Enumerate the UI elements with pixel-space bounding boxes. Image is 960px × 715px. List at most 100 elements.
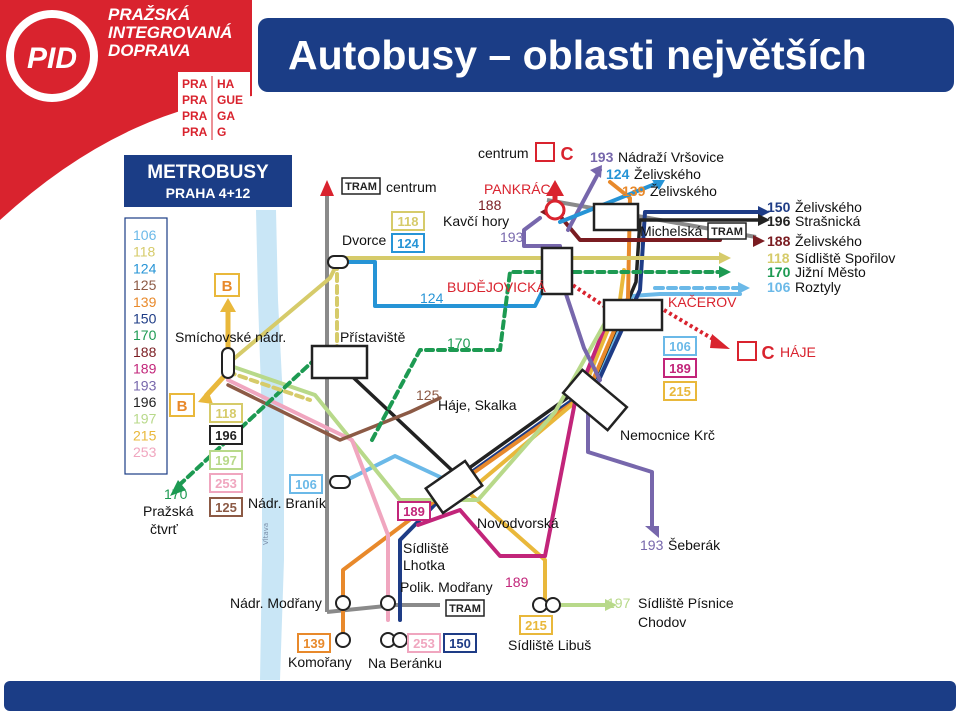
line-list-item: 215 <box>133 427 157 443</box>
line-number-box <box>663 381 697 401</box>
line-number-box <box>391 233 425 253</box>
destination-place: Želivského <box>650 183 717 199</box>
line-number-box <box>391 211 425 231</box>
metrobusy-subtitle: PRAHA 4+12 <box>166 185 251 201</box>
metro-b-left: B <box>169 393 195 417</box>
line-number-box <box>289 474 323 494</box>
tram-label: TRAM <box>345 181 377 193</box>
destination-place: Želivského <box>795 233 862 249</box>
label-sidliste-pisnice: Sídliště Písnice <box>638 595 734 611</box>
label-kacerov: KAČEROV <box>668 294 737 310</box>
label-novodvorska: Novodvorská <box>477 515 559 531</box>
label-pristaviste: Přístaviště <box>340 329 406 345</box>
label-kavci-hory: Kavčí hory <box>443 213 509 229</box>
line-number-box <box>663 358 697 378</box>
destination-place: Roztyly <box>795 279 841 295</box>
line-list-item: 139 <box>133 294 157 310</box>
destination-line: 139 <box>622 183 646 199</box>
line-number-box <box>209 450 243 470</box>
line-number: 215 <box>669 384 691 399</box>
line-number: 150 <box>449 636 471 651</box>
destination-line: 170 <box>767 264 791 280</box>
metro-b-top: B <box>214 273 240 297</box>
metro-c-label: C <box>561 144 574 164</box>
station-box-novodvorska <box>423 459 485 515</box>
brand-name-line-1: PRAŽSKÁ <box>108 5 190 24</box>
tram-label: TRAM <box>449 603 481 615</box>
line-list-item: 253 <box>133 444 157 460</box>
station-box-vrsovice <box>592 202 640 232</box>
brand-name-line-3: DOPRAVA <box>108 41 191 60</box>
line-124 <box>338 260 550 308</box>
prague-logo-text: PRA <box>182 77 208 91</box>
metro-c-top: C <box>535 142 574 164</box>
destination-place: Strašnická <box>795 213 861 229</box>
brand-name-line-2: INTEGROVANÁ <box>108 23 232 42</box>
station-box-nemocnice <box>561 368 629 432</box>
line-number: 193 <box>640 537 664 553</box>
line-list-item: 197 <box>133 411 157 427</box>
destination-line: 188 <box>767 233 791 249</box>
line-number-box <box>663 336 697 356</box>
metro-b-label: B <box>222 278 233 295</box>
label-chodov: Chodov <box>638 614 686 630</box>
line-number: 215 <box>525 618 547 633</box>
line-number: 125 <box>215 500 237 515</box>
prague-logo-text: G <box>217 125 226 139</box>
tram-label: TRAM <box>711 226 743 238</box>
line-number: 106 <box>295 477 317 492</box>
line-number-box <box>519 615 553 635</box>
metro-b-label: B <box>177 398 188 415</box>
label-polik-modrany: Polik. Modřany <box>400 579 493 595</box>
line-number: 170 <box>447 335 471 351</box>
line-number: 170 <box>164 486 188 502</box>
label-centrum-tram: centrum <box>386 179 437 195</box>
line-170 <box>370 270 722 442</box>
label-komorany: Komořany <box>288 654 352 670</box>
destination-line: 196 <box>767 213 791 229</box>
line-number: 197 <box>215 453 237 468</box>
label-budejovicka: BUDĚJOVICKÁ <box>447 279 546 295</box>
line-170-left <box>174 348 327 490</box>
destination-place: Jižní Město <box>795 264 866 280</box>
prague-logo-text: GA <box>217 109 235 123</box>
line-118-dashed <box>226 260 339 402</box>
destination-line: 118 <box>767 250 790 266</box>
station-boxes <box>310 202 664 515</box>
destination-place: Želivského <box>795 199 862 215</box>
label-nadr-modrany: Nádr. Modřany <box>230 595 322 611</box>
label-seberak: Šeberák <box>668 537 721 553</box>
label-sidliste-lhotka-1: Sídliště <box>403 540 449 556</box>
inline-line-numbers: 188 193 124 170 125 189 197 193 170 <box>164 197 664 611</box>
line-number-box <box>209 473 243 493</box>
line-number: 253 <box>215 476 237 491</box>
label-sidliste-lhotka-2: Lhotka <box>403 557 445 573</box>
prague-logo-text: PRA <box>182 109 208 123</box>
line-number-box <box>209 425 243 445</box>
line-list-item: 189 <box>133 361 157 377</box>
label-dvorce: Dvorce <box>342 232 387 248</box>
metrobusy-title: METROBUSY <box>147 162 269 183</box>
destination-line: 106 <box>767 279 791 295</box>
destination-place: Sídliště Spořilov <box>795 250 895 266</box>
prague-logo-text: PRA <box>182 93 208 107</box>
metro-c-haje: C <box>737 341 775 363</box>
label-haje-skalka: Háje, Skalka <box>438 397 517 413</box>
line-125 <box>226 383 442 442</box>
prague-logo-text: HA <box>217 77 235 91</box>
footer-bar <box>4 681 956 711</box>
line-number: 118 <box>398 214 419 229</box>
line-number: 139 <box>303 636 325 651</box>
line-list-item: 124 <box>133 260 157 276</box>
line-number-box <box>397 501 431 521</box>
prague-logo-text: GUE <box>217 93 243 107</box>
line-124-top <box>558 180 662 224</box>
line-list-item: 196 <box>133 394 157 410</box>
destination-line: 124 <box>606 166 630 182</box>
label-na-beranku: Na Beránku <box>368 655 442 671</box>
destination-line: 193 <box>590 149 614 165</box>
metrobusy-box: METROBUSY PRAHA 4+12 <box>124 155 292 207</box>
line-list-item: 125 <box>133 277 157 293</box>
